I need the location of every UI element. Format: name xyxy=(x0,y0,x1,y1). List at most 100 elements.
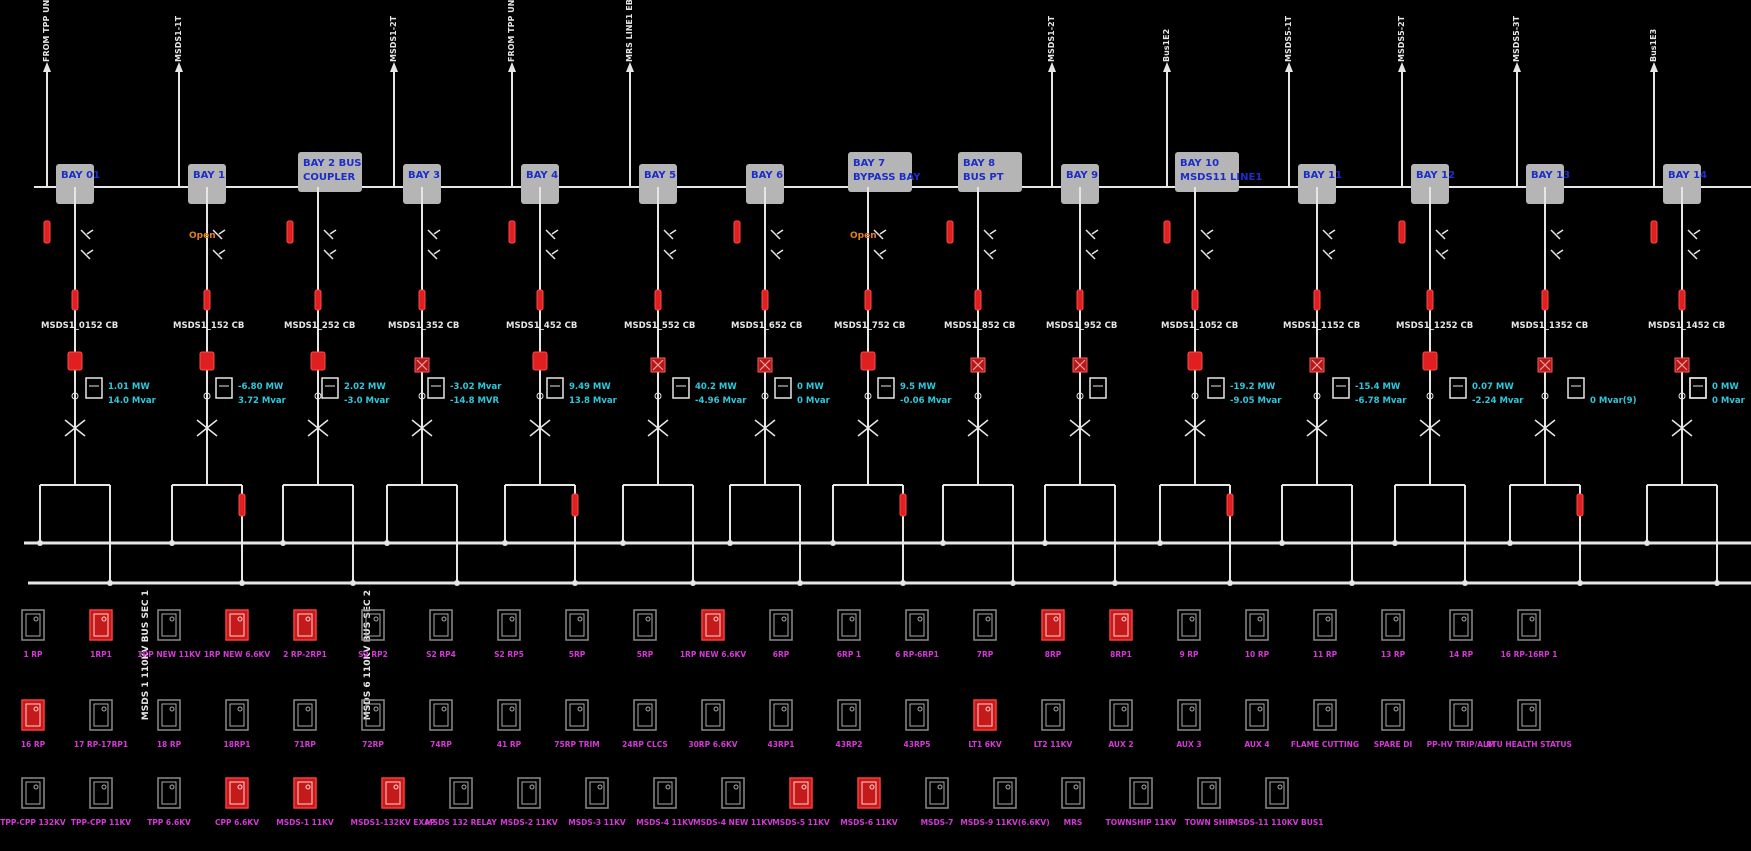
panel-3-12[interactable]: MSDS-5 11KV xyxy=(772,777,830,827)
panel-3-16[interactable]: MRS xyxy=(1061,777,1085,827)
line-isolator-status[interactable] xyxy=(1313,289,1321,311)
incoming-alarm-indicator[interactable] xyxy=(508,220,516,244)
panel-1-11[interactable]: 1RP NEW 6.6KV xyxy=(680,609,746,659)
isolator-switch[interactable] xyxy=(80,249,94,260)
panel-2-20[interactable]: FLAME CUTTING xyxy=(1291,699,1359,749)
isolator-switch[interactable] xyxy=(323,229,337,240)
relay-panel-icon[interactable] xyxy=(633,609,657,641)
panel-2-11[interactable]: 30RP 6.6KV xyxy=(688,699,738,749)
panel-2-8[interactable]: 41 RP xyxy=(497,699,522,749)
panel-1-14[interactable]: 6 RP-6RP1 xyxy=(895,609,939,659)
relay-panel-icon[interactable] xyxy=(1449,609,1473,641)
relay-panel-icon[interactable] xyxy=(497,609,521,641)
line-isolator-status[interactable] xyxy=(418,289,426,311)
isolator-switch[interactable] xyxy=(1550,249,1564,260)
isolator-switch[interactable] xyxy=(770,249,784,260)
relay-panel-icon[interactable] xyxy=(1313,699,1337,731)
relay-panel-icon[interactable] xyxy=(973,609,997,641)
relay-panel-icon[interactable] xyxy=(1517,609,1541,641)
relay-panel-icon[interactable] xyxy=(157,777,181,809)
relay-panel-icon[interactable] xyxy=(157,699,181,731)
meter-icon[interactable] xyxy=(672,377,690,399)
incoming-alarm-indicator[interactable] xyxy=(1650,220,1658,244)
panel-2-7[interactable]: 74RP xyxy=(429,699,453,749)
isolator-switch[interactable] xyxy=(1435,229,1449,240)
isolator-switch[interactable] xyxy=(212,229,226,240)
meter-icon[interactable] xyxy=(1689,377,1707,399)
isolator-switch[interactable] xyxy=(1322,229,1336,240)
relay-panel-icon[interactable] xyxy=(293,699,317,731)
panel-1-23[interactable]: 16 RP-16RP 1 xyxy=(1501,609,1558,659)
circuit-breaker[interactable] xyxy=(1187,351,1203,371)
bay-title-box[interactable] xyxy=(521,164,559,204)
relay-panel-icon[interactable] xyxy=(1517,699,1541,731)
line-isolator-status[interactable] xyxy=(314,289,322,311)
isolator-switch[interactable] xyxy=(873,249,887,260)
relay-panel-icon[interactable] xyxy=(973,699,997,731)
bay-title-box[interactable] xyxy=(1526,164,1564,204)
panel-2-13[interactable]: 43RP2 xyxy=(836,699,863,749)
panel-3-11[interactable]: MSDS-4 NEW 11KV xyxy=(693,777,773,827)
panel-3-10[interactable]: MSDS-4 11KV xyxy=(636,777,694,827)
incoming-alarm-indicator[interactable] xyxy=(1398,220,1406,244)
relay-panel-icon[interactable] xyxy=(633,699,657,731)
relay-panel-icon[interactable] xyxy=(497,699,521,731)
isolator-switch[interactable] xyxy=(1550,229,1564,240)
panel-1-21[interactable]: 13 RP xyxy=(1381,609,1406,659)
panel-3-5[interactable]: MSDS-1 11KV xyxy=(276,777,334,827)
relay-panel-icon[interactable] xyxy=(993,777,1017,809)
panel-2-15[interactable]: LT1 6KV xyxy=(968,699,1002,749)
meter-icon[interactable] xyxy=(1207,377,1225,399)
panel-1-18[interactable]: 9 RP xyxy=(1177,609,1201,659)
relay-panel-icon[interactable] xyxy=(157,609,181,641)
circuit-breaker[interactable] xyxy=(1422,351,1438,371)
panel-1-2[interactable]: 1RP1 xyxy=(89,609,113,659)
meter-icon[interactable] xyxy=(1689,377,1707,399)
panel-3-13[interactable]: MSDS-6 11KV xyxy=(840,777,898,827)
meter-icon[interactable] xyxy=(877,377,895,399)
panel-3-7[interactable]: MSDS 132 RELAY xyxy=(425,777,497,827)
bay-title-box[interactable] xyxy=(1411,164,1449,204)
isolator-switch[interactable] xyxy=(212,249,226,260)
meter-icon[interactable] xyxy=(1332,377,1350,399)
isolator-switch[interactable] xyxy=(983,229,997,240)
panel-2-17[interactable]: AUX 2 xyxy=(1108,699,1134,749)
relay-panel-icon[interactable] xyxy=(429,609,453,641)
isolator-switch[interactable] xyxy=(1687,249,1701,260)
panel-3-8[interactable]: MSDS-2 11KV xyxy=(500,777,558,827)
panel-2-5[interactable]: 71RP xyxy=(293,699,317,749)
relay-panel-icon[interactable] xyxy=(517,777,541,809)
bay-title-box[interactable] xyxy=(403,164,441,204)
panel-3-15[interactable]: MSDS-9 11KV(6.6KV) xyxy=(960,777,1050,827)
line-isolator-status[interactable] xyxy=(1678,289,1686,311)
panel-1-8[interactable]: S2 RP5 xyxy=(494,609,524,659)
relay-panel-icon[interactable] xyxy=(1381,609,1405,641)
isolator-switch[interactable] xyxy=(80,229,94,240)
relay-panel-icon[interactable] xyxy=(21,777,45,809)
relay-panel-icon[interactable] xyxy=(89,699,113,731)
relay-panel-icon[interactable] xyxy=(837,699,861,731)
panel-2-23[interactable]: RTU HEALTH STATUS xyxy=(1486,699,1572,749)
bay-title-box[interactable] xyxy=(1298,164,1336,204)
relay-panel-icon[interactable] xyxy=(653,777,677,809)
relay-panel-icon[interactable] xyxy=(225,699,249,731)
relay-panel-icon[interactable] xyxy=(565,699,589,731)
relay-panel-icon[interactable] xyxy=(449,777,473,809)
relay-panel-icon[interactable] xyxy=(837,609,861,641)
bay-title-box[interactable] xyxy=(1175,152,1239,192)
relay-panel-icon[interactable] xyxy=(1265,777,1289,809)
bay-title-box[interactable] xyxy=(56,164,94,204)
panel-1-10[interactable]: 5RP xyxy=(633,609,657,659)
relay-panel-icon[interactable] xyxy=(293,777,317,809)
circuit-breaker[interactable] xyxy=(532,351,548,371)
incoming-alarm-indicator[interactable] xyxy=(733,220,741,244)
relay-panel-icon[interactable] xyxy=(89,777,113,809)
panel-2-16[interactable]: LT2 11KV xyxy=(1034,699,1073,749)
relay-panel-icon[interactable] xyxy=(1041,609,1065,641)
relay-panel-icon[interactable] xyxy=(1177,609,1201,641)
relay-panel-icon[interactable] xyxy=(21,699,45,731)
panel-2-4[interactable]: 18RP1 xyxy=(224,699,251,749)
panel-1-3[interactable]: 1RP NEW 11KV xyxy=(137,609,201,659)
line-isolator-status[interactable] xyxy=(864,289,872,311)
isolator-switch[interactable] xyxy=(1085,249,1099,260)
